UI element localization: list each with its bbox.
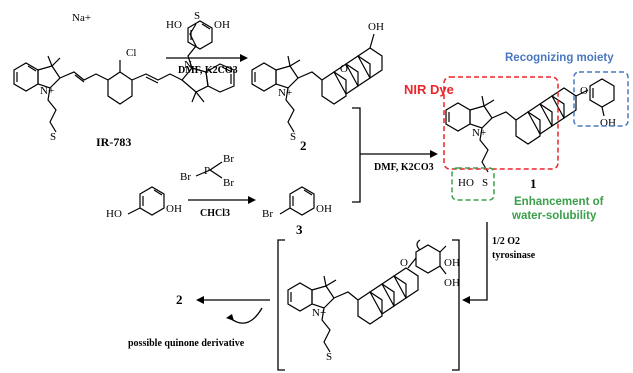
benzyl-alcohol-structure	[127, 186, 165, 216]
compound2-s: S	[290, 131, 296, 143]
pbr3-br2: Br	[223, 177, 234, 189]
merge-bracket	[352, 107, 361, 203]
intermediate-s: S	[326, 351, 332, 363]
intermediate-nplus: N+	[312, 307, 326, 319]
water-solubility-line2: water-solubility	[511, 210, 597, 222]
pbr3-br3: Br	[180, 171, 191, 183]
nir-dye-box	[443, 76, 559, 170]
water-solubility-box	[451, 167, 495, 201]
step1-reagent: DMF, K2CO3	[178, 65, 238, 76]
benzyl-alcohol-ho: HO	[106, 208, 122, 220]
intermediate-oh2: OH	[444, 277, 460, 289]
resorcinol-structure	[187, 20, 213, 50]
intermediate-o: O	[400, 257, 408, 269]
intermediate-bracket-left	[277, 239, 285, 371]
chloro-label: Cl	[126, 47, 136, 59]
nir-dye-label: NIR Dye	[404, 82, 454, 97]
recognizing-label: Recognizing moiety	[505, 52, 614, 64]
compound2-structure	[251, 33, 383, 133]
compound1-s: S	[482, 177, 488, 189]
resorcinol-oh: OH	[214, 19, 230, 31]
compound1-o-linker: O	[580, 85, 588, 97]
compound3-structure	[279, 186, 315, 216]
ir783-n-label: N	[184, 59, 192, 71]
step2-reagent: CHCl3	[200, 208, 230, 219]
compound3-br: Br	[262, 208, 273, 220]
compound2-oh: OH	[368, 21, 384, 33]
compound1-number: 1	[530, 176, 537, 191]
sodium-label: Na+	[72, 12, 91, 24]
step3-reagent: DMF, K2CO3	[374, 162, 434, 173]
intermediate-bracket-right	[452, 239, 460, 371]
compound2-o: O	[340, 63, 348, 75]
compound1-oh: OH	[600, 117, 616, 129]
compound1-nplus: N+	[472, 127, 486, 139]
compound2-number: 2	[300, 138, 307, 153]
step4-reagent-enzyme: tyrosinase	[492, 250, 536, 261]
compound3-number: 3	[296, 222, 303, 237]
quinone-label: possible quinone derivative	[128, 338, 245, 349]
sulfonate-top-label: S	[194, 10, 200, 22]
product-left-number: 2	[176, 292, 183, 307]
step4-reagent-oxygen: 1/2 O2	[492, 236, 520, 247]
pbr3-br1: Br	[223, 153, 234, 165]
compound3-oh: OH	[316, 203, 332, 215]
water-solubility-line1: Enhancement of	[514, 196, 604, 208]
compound2-nplus: N+	[278, 87, 292, 99]
step4-arrow	[470, 222, 488, 301]
benzyl-alcohol-oh: OH	[166, 203, 182, 215]
ir783-nplus-label: N+	[40, 85, 54, 97]
intermediate-structure	[287, 239, 447, 353]
intermediate-oh1: OH	[444, 257, 460, 269]
resorcinol-ho: HO	[166, 19, 182, 31]
compound1-structure	[445, 78, 615, 173]
pbr3-structure	[195, 161, 223, 179]
pbr3-p: P	[204, 165, 210, 177]
recognizing-box	[573, 71, 629, 127]
sulfonate-bottom-label: S	[50, 131, 56, 143]
curved-side-arrow	[229, 307, 263, 324]
ir783-structure	[13, 23, 235, 133]
compound1-ho: HO	[458, 177, 474, 189]
ir783-label: IR-783	[96, 135, 131, 149]
